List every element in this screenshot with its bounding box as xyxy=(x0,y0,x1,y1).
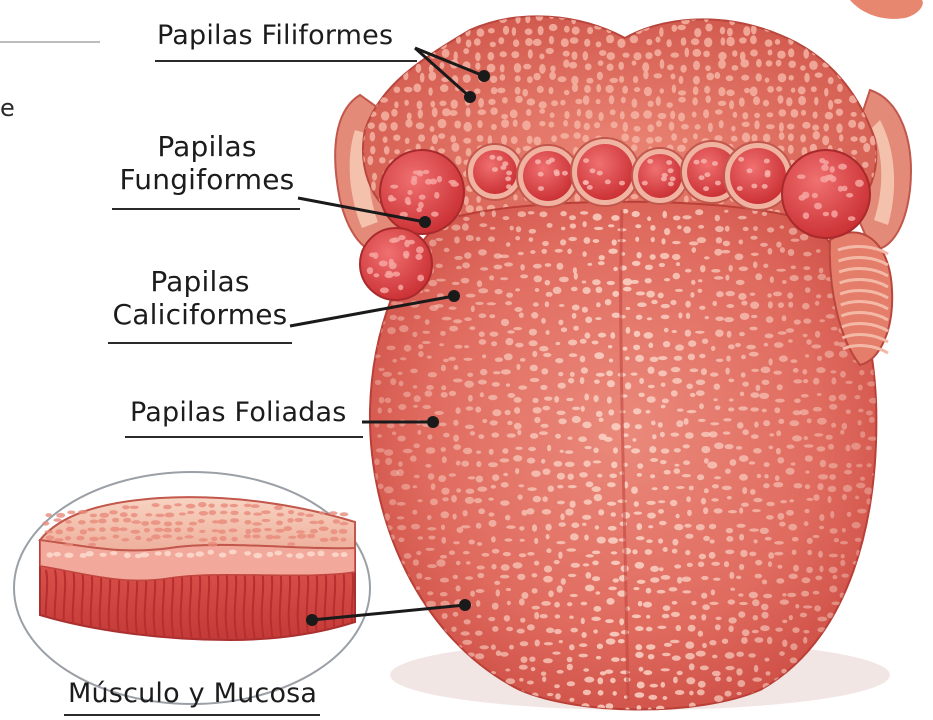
label-filiformes: Papilas Filiformes xyxy=(157,20,393,52)
top-right-fragment xyxy=(850,0,923,19)
label-fungiformes: Papilas Fungiformes xyxy=(118,130,296,196)
underline-filiformes xyxy=(155,60,417,62)
label-musculo-mucosa: Músculo y Mucosa xyxy=(68,678,317,710)
underline-fungiformes xyxy=(112,208,300,210)
label-caliciformes: Papilas Caliciformes xyxy=(112,265,288,331)
underline-foliadas xyxy=(125,436,363,438)
underline-caliciformes xyxy=(108,342,292,344)
label-foliadas: Papilas Foliadas xyxy=(130,397,347,429)
edge-text-fragment: e xyxy=(0,94,15,122)
fungiform-cluster-right xyxy=(782,150,870,238)
underline-musculo xyxy=(64,714,320,716)
